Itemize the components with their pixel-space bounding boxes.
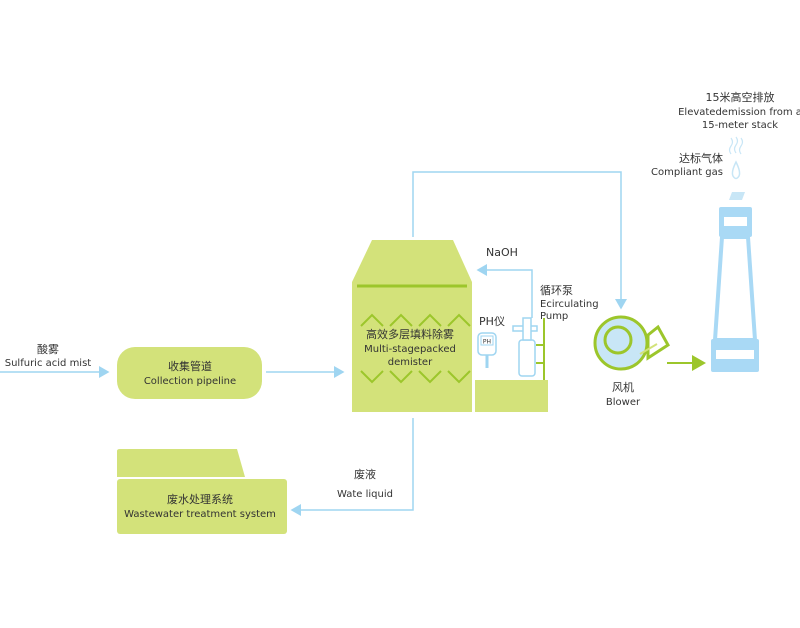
collection-pipeline-node: 收集管道 Collection pipeline <box>117 347 262 399</box>
blower-icon <box>593 315 670 371</box>
tower-label-cn: 高效多层填料除雾 <box>366 327 454 341</box>
packing-chevrons <box>360 313 471 384</box>
pump-base <box>475 380 548 412</box>
pump-label-en2: Pump <box>540 311 568 322</box>
gas-label-cn: 达标气体 <box>679 151 723 165</box>
tower-label-en2: demister <box>388 357 433 368</box>
gas-label-en: Compliant gas <box>651 167 723 178</box>
waste-liquid-line <box>290 418 414 516</box>
circulating-pump-icon <box>512 317 538 377</box>
wastewater-treatment-node: 废水处理系统 Wastewater treatment system <box>117 449 287 534</box>
pump-label-cn: 循环泵 <box>540 284 573 297</box>
pump-label-en1: Ecirculating <box>540 299 599 310</box>
stack-label-en1: Elevatedemission from a <box>678 107 800 118</box>
demister-tower: 高效多层填料除雾 Multi-stagepacked demister <box>352 240 472 412</box>
ph-meter-icon: PH <box>477 332 497 368</box>
blower-label-cn: 风机 <box>612 380 634 394</box>
stack-label-cn: 15米高空排放 <box>706 90 775 104</box>
exhaust-stack <box>711 136 759 372</box>
input-label-cn: 酸雾 <box>37 342 59 356</box>
wastewater-label-en: Wastewater treatment system <box>124 509 276 520</box>
tower-label-en1: Multi-stagepacked <box>364 344 456 355</box>
collection-label-en: Collection pipeline <box>144 376 236 387</box>
liquid-label-cn: 废液 <box>354 467 376 481</box>
stack-label-en2: 15-meter stack <box>702 120 778 131</box>
ph-meter-label: PH仪 <box>479 315 505 328</box>
liquid-label-en: Wate liquid <box>337 489 393 500</box>
naoh-line <box>476 264 533 318</box>
wastewater-label-cn: 废水处理系统 <box>167 492 233 506</box>
blower-label-en: Blower <box>606 397 641 408</box>
ph-meter-display: PH <box>483 339 491 346</box>
collection-label-cn: 收集管道 <box>168 359 212 373</box>
input-label-en: Sulfuric acid mist <box>5 358 92 369</box>
gas-duct-to-blower <box>412 171 627 310</box>
naoh-label: NaOH <box>486 246 518 259</box>
